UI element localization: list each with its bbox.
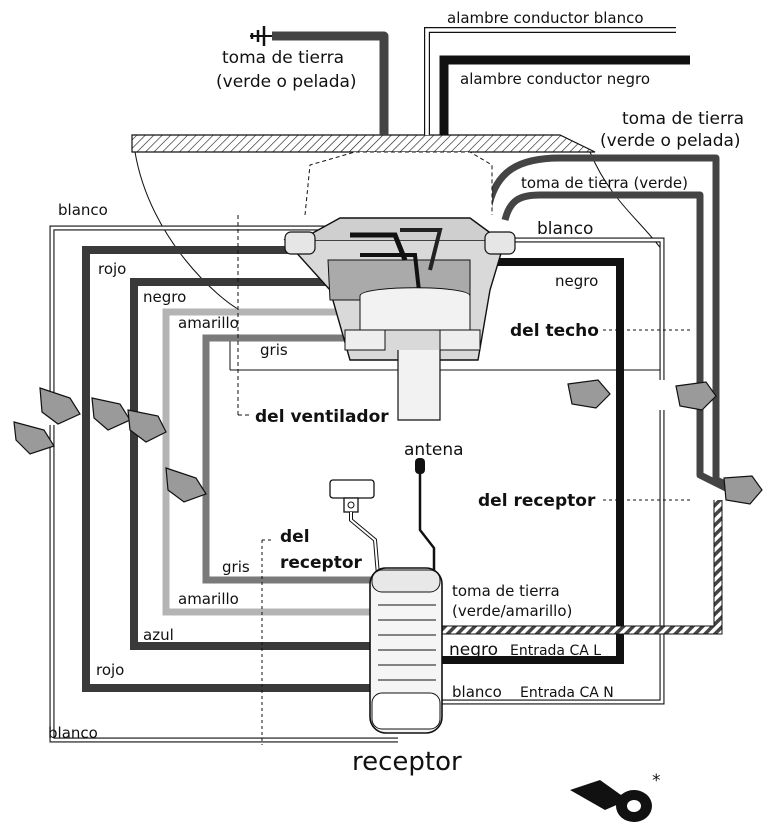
gray-wire bbox=[202, 334, 390, 584]
label-blue-low: azul bbox=[143, 626, 174, 644]
label-from-receiver: del receptor bbox=[478, 491, 596, 511]
label-gray-left: gris bbox=[260, 341, 288, 359]
label-ground-right: toma de tierra bbox=[622, 109, 744, 129]
fan-canopy bbox=[237, 151, 516, 421]
label-from-receiver-left-1: del bbox=[280, 527, 310, 547]
label-red-left: rojo bbox=[98, 260, 126, 278]
label-white-ac-desc: Entrada CA N bbox=[520, 685, 614, 701]
ground-wire-right bbox=[484, 154, 737, 492]
label-yellow-left: amarillo bbox=[178, 314, 239, 332]
label-black-left: negro bbox=[143, 288, 186, 306]
label-antenna: antena bbox=[404, 440, 464, 460]
label-asterisk: * bbox=[652, 771, 661, 791]
antenna-icon bbox=[415, 458, 436, 570]
label-white-conductor: alambre conductor blanco bbox=[447, 9, 644, 27]
label-ground-green: toma de tierra (verde) bbox=[521, 174, 688, 192]
label-gray-low: gris bbox=[222, 558, 250, 576]
label-receiver: receptor bbox=[352, 747, 462, 777]
label-black-conductor: alambre conductor negro bbox=[460, 70, 650, 88]
black-blue-wire bbox=[130, 278, 395, 650]
label-yellow-low: amarillo bbox=[178, 590, 239, 608]
label-red-low: rojo bbox=[96, 661, 124, 679]
callout-lines bbox=[261, 329, 690, 745]
black-wire-right bbox=[420, 258, 624, 664]
label-white-ac-word: blanco bbox=[452, 683, 502, 701]
ground-wire-green bbox=[501, 191, 732, 494]
label-from-fan: del ventilador bbox=[255, 407, 389, 427]
ground-symbol-icon bbox=[250, 26, 272, 46]
wire-nut-icon bbox=[13, 379, 763, 505]
ground-wire-top bbox=[272, 31, 389, 135]
label-ground-right-2: (verde o pelada) bbox=[600, 131, 741, 151]
label-receiver-ground-2: (verde/amarillo) bbox=[452, 602, 572, 620]
sensor-plug-icon bbox=[329, 479, 380, 576]
electrical-tape-icon bbox=[570, 780, 652, 822]
label-from-ceiling: del techo bbox=[510, 321, 599, 341]
incoming-wires bbox=[272, 27, 690, 135]
yellow-wire bbox=[162, 308, 390, 616]
label-receiver-ground-1: toma de tierra bbox=[452, 582, 560, 600]
label-black-right: negro bbox=[555, 272, 598, 290]
label-black-ac-desc: Entrada CA L bbox=[510, 643, 601, 659]
label-white-low: blanco bbox=[48, 724, 98, 742]
receiver-unit-icon bbox=[369, 567, 443, 734]
label-black-ac-word: negro bbox=[449, 640, 498, 660]
label-ground-top: toma de tierra bbox=[222, 48, 344, 68]
label-white-top-left: blanco bbox=[58, 201, 108, 219]
black-conductor bbox=[439, 55, 690, 135]
label-white-right: blanco bbox=[537, 219, 593, 239]
label-ground-top-2: (verde o pelada) bbox=[216, 72, 357, 92]
label-from-receiver-left-2: receptor bbox=[280, 553, 362, 573]
